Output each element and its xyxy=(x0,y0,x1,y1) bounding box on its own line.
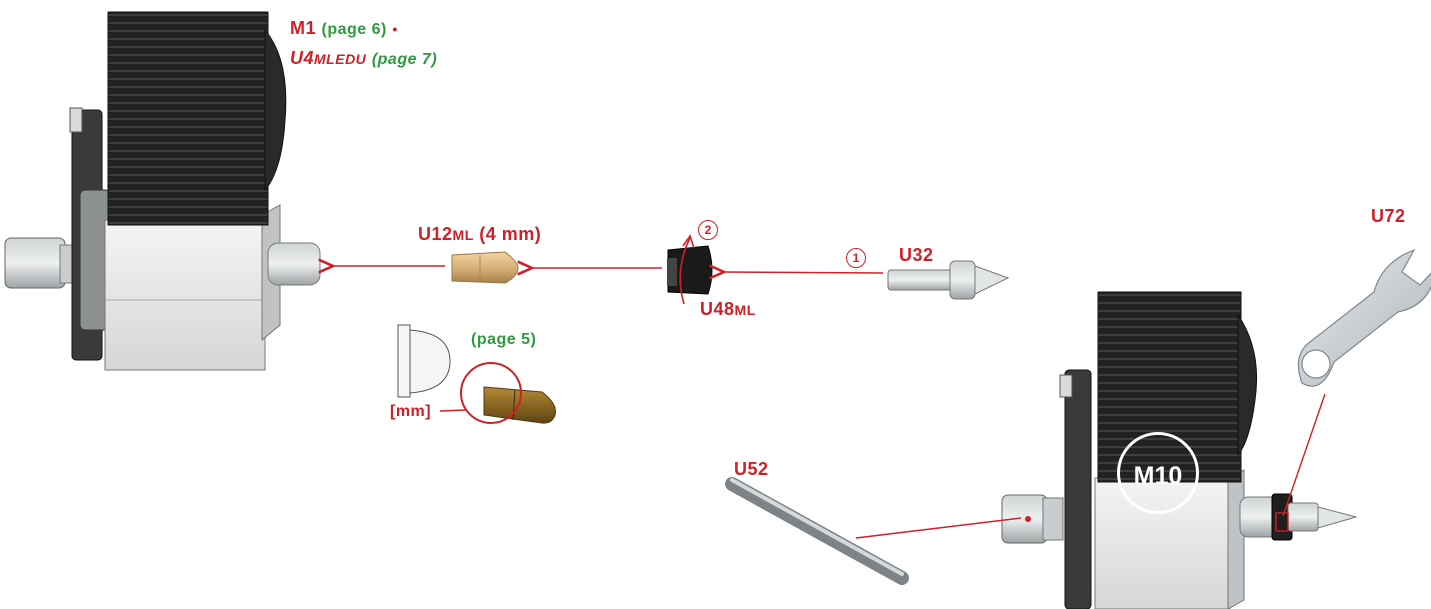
label-u32: U32 xyxy=(899,245,934,265)
assembly-arrows xyxy=(333,234,884,305)
label-u52: U52 xyxy=(734,459,769,479)
step-2-marker: 2 xyxy=(698,220,718,240)
leader-lines xyxy=(439,362,1326,539)
label-m1: M1 xyxy=(290,18,317,38)
motor-m1 xyxy=(4,11,321,371)
wrench-u72 xyxy=(1297,248,1431,387)
label-u4: U4 xyxy=(290,48,315,68)
label-u48: U48 xyxy=(700,299,735,319)
label-u72: U72 xyxy=(1371,206,1406,226)
rod-u52 xyxy=(725,477,909,585)
gauge-mm xyxy=(397,324,451,398)
label-u4-group: U4MLEDU (page 7) xyxy=(290,48,437,69)
label-m1-page: (page 6) xyxy=(321,21,387,38)
label-page5: (page 5) xyxy=(471,331,537,348)
label-u12: U12 xyxy=(418,224,453,244)
label-m1-group: M1 (page 6) • xyxy=(290,18,398,39)
label-u12-suffix: ML xyxy=(452,227,474,243)
motor-m10 xyxy=(1001,291,1358,609)
label-u48-suffix: ML xyxy=(734,302,756,318)
tip-u32 xyxy=(887,260,1010,300)
label-mm: [mm] xyxy=(390,403,432,420)
collet-brass-small xyxy=(483,386,556,424)
collet-u12ml xyxy=(451,251,519,284)
step-1-marker: 1 xyxy=(846,248,866,268)
label-u48-group: U48ML xyxy=(700,299,756,320)
label-u4-suffix: MLEDU xyxy=(314,51,367,67)
label-m10: M10 xyxy=(1117,432,1199,514)
label-u12-group: U12ML (4 mm) xyxy=(418,224,541,245)
label-u4-page: (page 7) xyxy=(371,51,438,68)
bullet-separator: • xyxy=(392,21,398,37)
label-u12-size: (4 mm) xyxy=(479,224,542,244)
nut-u48ml xyxy=(667,245,713,295)
